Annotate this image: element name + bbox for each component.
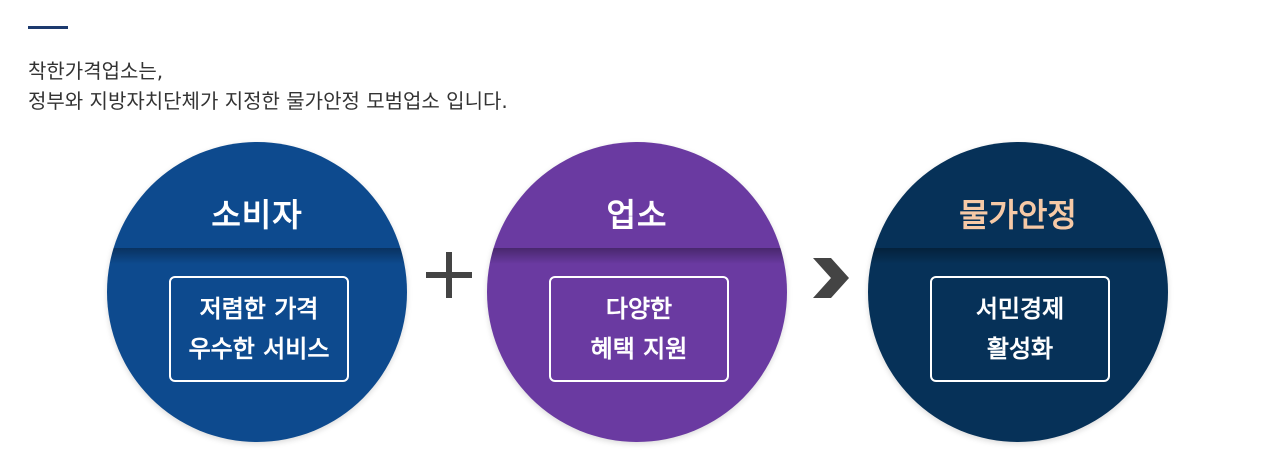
box-line-1: 다양한 [605, 295, 673, 323]
circle-title: 소비자 [211, 196, 303, 234]
circle-band [868, 248, 1168, 264]
circle-box: 다양한 혜택 지원 [549, 276, 729, 382]
circle-price-stability: 물가안정 서민경제 활성화 [868, 142, 1168, 442]
intro-line-2: 정부와 지방자치단체가 지정한 물가안정 모범업소 입니다. [28, 89, 508, 113]
circle-title: 업소 [606, 196, 668, 234]
box-line-2: 우수한 서비스 [188, 335, 330, 363]
circle-band [107, 248, 407, 264]
box-line-1: 저렴한 가격 [199, 295, 319, 323]
circle-band [487, 248, 787, 264]
circle-title: 물가안정 [959, 196, 1077, 234]
intro-line-1: 착한가격업소는, [28, 59, 164, 83]
circle-consumer: 소비자 저렴한 가격 우수한 서비스 [107, 142, 407, 442]
circle-box: 저렴한 가격 우수한 서비스 [169, 276, 349, 382]
circle-box: 서민경제 활성화 [930, 276, 1110, 382]
box-line-2: 활성화 [986, 335, 1054, 363]
box-line-2: 혜택 지원 [590, 335, 688, 363]
box-line-1: 서민경제 [975, 295, 1065, 323]
accent-bar [28, 26, 68, 29]
plus-icon [426, 252, 472, 298]
intro-text: 착한가격업소는, 정부와 지방자치단체가 지정한 물가안정 모범업소 입니다. [28, 56, 508, 116]
chevron-right-icon [813, 258, 849, 298]
circle-business: 업소 다양한 혜택 지원 [487, 142, 787, 442]
